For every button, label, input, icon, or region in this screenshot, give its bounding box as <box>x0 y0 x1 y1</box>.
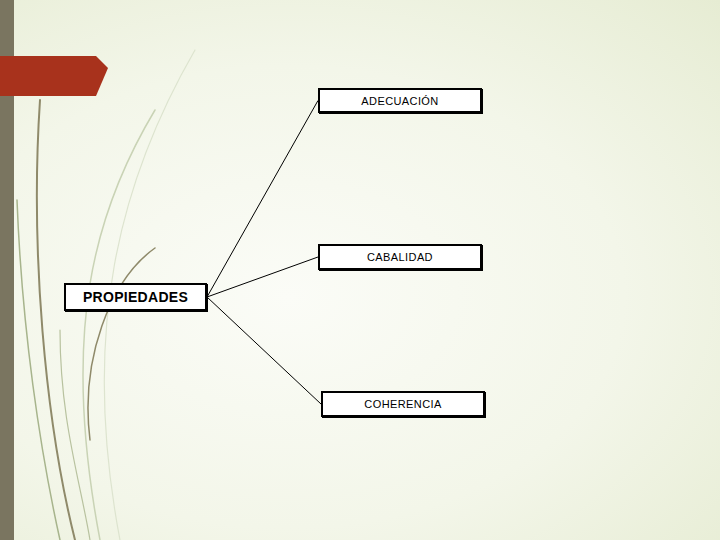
title-tab <box>0 56 108 96</box>
decor-lines <box>17 50 195 540</box>
property-label: CABALIDAD <box>367 251 433 263</box>
property-label: ADECUACIÓN <box>361 95 438 107</box>
root-label: PROPIEDADES <box>83 289 188 305</box>
connector-line <box>207 257 318 297</box>
connector-line <box>207 101 318 298</box>
concept-box: CABALIDAD <box>318 244 482 270</box>
concept-box: COHERENCIA <box>321 391 485 417</box>
concept-box: ADECUACIÓN <box>318 88 482 113</box>
concept-box: PROPIEDADES <box>64 283 207 311</box>
connector-line <box>207 297 321 404</box>
property-label: COHERENCIA <box>364 398 441 410</box>
